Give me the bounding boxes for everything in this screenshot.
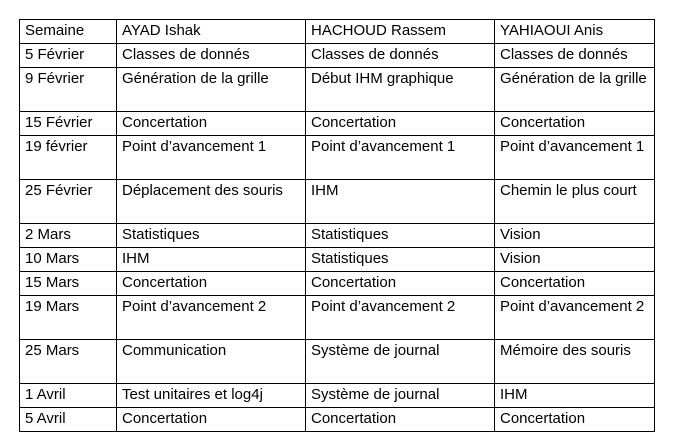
table-row: 2 Mars Statistiques Statistiques Vision	[19, 223, 655, 248]
table-cell: Classes de donnés	[305, 43, 495, 68]
table-cell: Concertation	[305, 111, 495, 136]
table-cell: Concertation	[116, 407, 306, 432]
week-cell: 9 Février	[19, 67, 117, 112]
table-cell: Point d’avancement 1	[305, 135, 495, 180]
table-cell: Point d’avancement 1	[116, 135, 306, 180]
table-cell: Chemin le plus court	[494, 179, 655, 224]
week-cell: 15 Mars	[19, 271, 117, 296]
table-cell: Statistiques	[305, 223, 495, 248]
week-cell: 10 Mars	[19, 247, 117, 272]
table-header-row: Semaine AYAD Ishak HACHOUD Rassem YAHIAO…	[19, 19, 655, 44]
table-cell: Génération de la grille	[116, 67, 306, 112]
table-cell: Concertation	[305, 407, 495, 432]
table-cell: Concertation	[494, 271, 655, 296]
table-row: 5 Avril Concertation Concertation Concer…	[19, 407, 655, 432]
table-cell: IHM	[494, 383, 655, 408]
table-cell: Vision	[494, 247, 655, 272]
table-cell: Système de journal	[305, 339, 495, 384]
week-cell: 25 Mars	[19, 339, 117, 384]
table-cell: Classes de donnés	[494, 43, 655, 68]
week-cell: 2 Mars	[19, 223, 117, 248]
table-row: 10 Mars IHM Statistiques Vision	[19, 247, 655, 272]
table-cell: Point d’avancement 2	[116, 295, 306, 340]
table-row: 15 Février Concertation Concertation Con…	[19, 111, 655, 136]
week-cell: 19 Mars	[19, 295, 117, 340]
table-cell: Mémoire des souris	[494, 339, 655, 384]
table-cell: Point d’avancement 1	[494, 135, 655, 180]
table-cell: IHM	[305, 179, 495, 224]
table-row: 19 Mars Point d’avancement 2 Point d’ava…	[19, 295, 655, 340]
table-cell: Concertation	[305, 271, 495, 296]
week-cell: 19 février	[19, 135, 117, 180]
table-cell: Statistiques	[116, 223, 306, 248]
week-cell: 1 Avril	[19, 383, 117, 408]
table-cell: Point d’avancement 2	[494, 295, 655, 340]
table-row: 25 Mars Communication Système de journal…	[19, 339, 655, 384]
week-cell: 25 Février	[19, 179, 117, 224]
week-cell: 5 Février	[19, 43, 117, 68]
table-cell: Concertation	[116, 271, 306, 296]
table-cell: Déplacement des souris	[116, 179, 306, 224]
table-cell: Génération de la grille	[494, 67, 655, 112]
week-cell: 15 Février	[19, 111, 117, 136]
table-row: 25 Février Déplacement des souris IHM Ch…	[19, 179, 655, 224]
week-cell: 5 Avril	[19, 407, 117, 432]
table-row: 1 Avril Test unitaires et log4j Système …	[19, 383, 655, 408]
table-row: 5 Février Classes de donnés Classes de d…	[19, 43, 655, 68]
table-cell: Test unitaires et log4j	[116, 383, 306, 408]
table-cell: Concertation	[494, 407, 655, 432]
table-row: 19 février Point d’avancement 1 Point d’…	[19, 135, 655, 180]
header-cell-yahiaoui: YAHIAOUI Anis	[494, 19, 655, 44]
table-cell: Classes de donnés	[116, 43, 306, 68]
header-cell-week: Semaine	[19, 19, 117, 44]
table-cell: Communication	[116, 339, 306, 384]
header-cell-hachoud: HACHOUD Rassem	[305, 19, 495, 44]
table-cell: Concertation	[494, 111, 655, 136]
schedule-table: Semaine AYAD Ishak HACHOUD Rassem YAHIAO…	[19, 19, 655, 432]
table-cell: Concertation	[116, 111, 306, 136]
table-cell: IHM	[116, 247, 306, 272]
table-cell: Début IHM graphique	[305, 67, 495, 112]
table-row: 15 Mars Concertation Concertation Concer…	[19, 271, 655, 296]
header-cell-ayad: AYAD Ishak	[116, 19, 306, 44]
table-cell: Statistiques	[305, 247, 495, 272]
table-row: 9 Février Génération de la grille Début …	[19, 67, 655, 112]
table-cell: Système de journal	[305, 383, 495, 408]
table-cell: Point d’avancement 2	[305, 295, 495, 340]
table-cell: Vision	[494, 223, 655, 248]
